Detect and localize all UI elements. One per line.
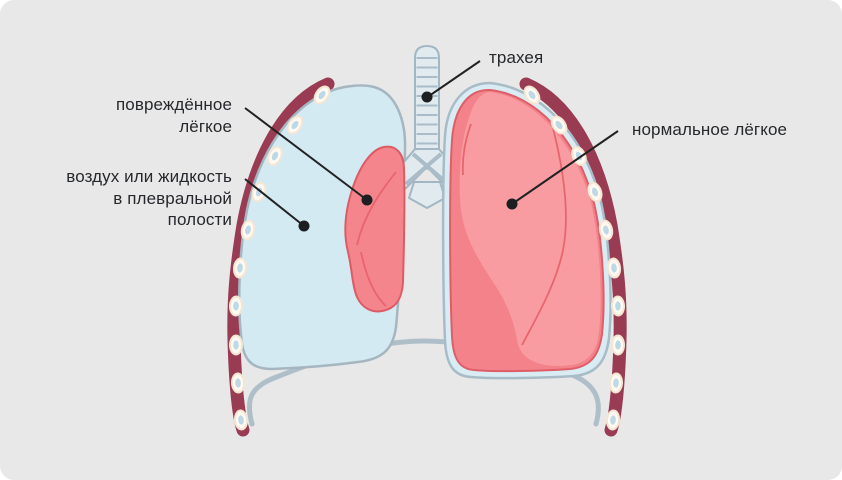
rib-cross-section	[608, 372, 624, 394]
trachea	[392, 44, 462, 209]
rib-marrow	[245, 225, 251, 235]
rib-marrow	[591, 187, 599, 197]
rib-cross-section	[598, 219, 614, 241]
rib-marrow	[271, 151, 279, 161]
rib-cross-section	[229, 334, 243, 356]
rib-cross-section	[606, 257, 622, 279]
rib-marrow	[611, 263, 617, 273]
pointer-dot-damaged-lung	[361, 194, 373, 206]
collapsed-lung	[344, 145, 406, 313]
rib-cage-right	[523, 85, 626, 431]
rib-cross-section	[228, 295, 244, 317]
rib-marrow	[613, 378, 619, 388]
label-trachea-text: трахея	[489, 48, 544, 67]
label-normal-lung-text: нормальное лёгкое	[632, 120, 788, 139]
label-pleural-cavity-line1: воздух или жидкость	[66, 167, 232, 186]
rib-marrow	[615, 340, 621, 350]
pointer-dot-normal-lung	[506, 198, 518, 210]
rib-cage-left	[228, 85, 331, 431]
label-pleural-cavity: воздух или жидкость в плевральной полост…	[66, 166, 232, 231]
label-trachea: трахея	[489, 47, 543, 69]
pointer-dot-trachea	[421, 91, 433, 103]
pointer-line-pleural-cavity	[244, 178, 305, 227]
rib-cross-section	[611, 334, 625, 356]
rib-cross-section	[232, 257, 248, 279]
rib-marrow	[555, 120, 563, 130]
rib-cross-section	[587, 181, 603, 203]
rib-marrow	[318, 90, 326, 100]
rib-cross-section	[240, 219, 256, 241]
rib-marrow	[615, 301, 621, 311]
diaphragm	[246, 338, 601, 427]
rib-cross-section	[286, 115, 304, 135]
pointer-lines	[244, 60, 619, 227]
label-pleural-cavity-line2: в плевральной	[113, 188, 232, 208]
rib-marrow	[237, 263, 243, 273]
pointer-line-normal-lung	[511, 130, 619, 205]
rib-cross-section	[230, 372, 246, 394]
bronchi-cartilage-lines	[404, 152, 450, 186]
rib-marrow	[235, 378, 241, 388]
rib-cross-section	[523, 85, 541, 105]
pointer-dot-pleural-cavity	[298, 220, 310, 232]
collapsed-lung-body	[344, 145, 406, 313]
normal-lung-upper-lobe	[459, 92, 601, 366]
label-damaged-lung: повреждённое лёгкое	[116, 94, 232, 137]
collapsed-lung-fissures	[356, 171, 397, 307]
rib-marrow	[233, 340, 239, 350]
rib-marrow	[233, 301, 239, 311]
rib-cross-section	[313, 85, 331, 105]
rib-marrow	[610, 415, 616, 425]
label-damaged-lung-line1: повреждённое	[115, 95, 232, 114]
rib-cross-section	[605, 409, 621, 431]
normal-lung	[449, 88, 605, 373]
rib-cross-section	[610, 295, 626, 317]
pointer-dots	[298, 91, 518, 232]
rib-marrow	[238, 415, 244, 425]
rib-marrow	[528, 90, 536, 100]
label-damaged-lung-line2: лёгкое	[179, 116, 232, 136]
rib-cross-section	[233, 409, 249, 431]
rib-cross-section	[267, 146, 283, 166]
label-normal-lung: нормальное лёгкое	[632, 119, 787, 141]
rib-cross-section	[550, 115, 568, 135]
rib-marrow	[603, 225, 609, 235]
label-pleural-cavity-line3: полости	[167, 210, 232, 229]
pointer-line-damaged-lung	[244, 107, 368, 201]
rib-marrow	[291, 120, 299, 130]
carina-segment	[408, 181, 446, 209]
pointer-line-trachea	[428, 60, 481, 97]
